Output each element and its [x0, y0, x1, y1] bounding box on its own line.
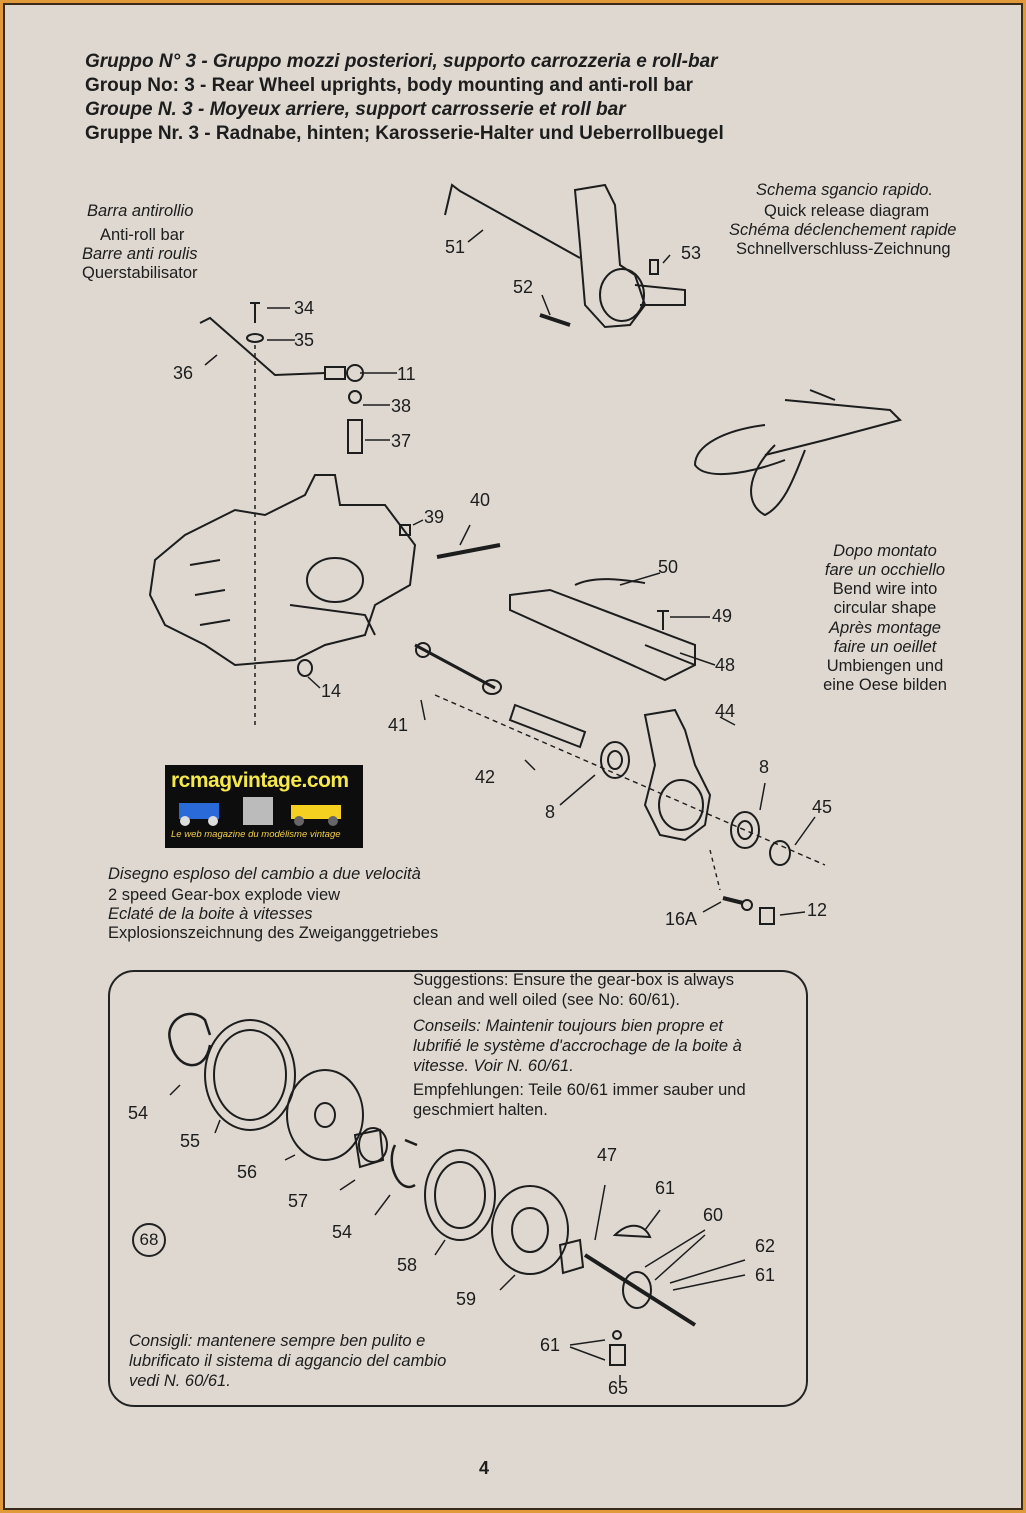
suggest-en-2: clean and well oiled (see No: 60/61). [413, 991, 680, 1009]
logo-tagline: Le web magazine du modélisme vintage [171, 829, 341, 840]
suggest-en-1: Suggestions: Ensure the gear-box is alwa… [413, 971, 735, 989]
page-number: 4 [479, 1458, 490, 1478]
suggest-de-2: geschmiert halten. [413, 1101, 548, 1119]
title-italian: Gruppo N° 3 - Gruppo mozzi posteriori, s… [85, 51, 718, 72]
quickrelease-de: Schnellverschluss-Zeichnung [736, 240, 951, 258]
antiroll-it: Barra antirollio [87, 202, 194, 220]
part-number: 57 [288, 1191, 309, 1211]
quickrelease-en: Quick release diagram [764, 202, 930, 220]
gearbox-de: Explosionszeichnung des Zweiganggetriebe… [108, 924, 439, 942]
part-number: 12 [807, 900, 828, 920]
part-number: 41 [388, 715, 409, 735]
part-number: 53 [681, 243, 702, 263]
part-number: 58 [397, 1255, 418, 1275]
part-number: 48 [715, 655, 736, 675]
rcmagvintage-logo[interactable]: rcmagvintage.com Le web magazine du modé… [165, 765, 363, 848]
part-number: 54 [128, 1103, 149, 1123]
part-number: 40 [470, 490, 491, 510]
part-number: 56 [237, 1162, 258, 1182]
bend-it-1: Dopo montato [833, 542, 937, 560]
part-number: 52 [513, 277, 534, 297]
part-number: 61 [655, 1178, 676, 1198]
part-number: 8 [759, 757, 770, 777]
title-french: Groupe N. 3 - Moyeux arriere, support ca… [85, 99, 626, 120]
part-number: 54 [332, 1222, 353, 1242]
part-number: 49 [712, 606, 733, 626]
antiroll-en: Anti-roll bar [100, 226, 185, 244]
part-number: 39 [424, 507, 445, 527]
suggest-it-2: lubrificato il sistema di aggancio del c… [129, 1352, 447, 1370]
gearbox-en: 2 speed Gear-box explode view [108, 886, 341, 904]
quickrelease-fr: Schéma déclenchement rapide [729, 221, 957, 239]
part-number: 60 [703, 1205, 724, 1225]
logo-brand: rcmagvintage.com [171, 769, 349, 792]
part-number: 62 [755, 1236, 776, 1256]
suggestions-box [108, 970, 808, 1407]
part-number: 61 [755, 1265, 776, 1285]
part-number: 11 [397, 364, 416, 384]
reference-circle: 68 [132, 1223, 166, 1257]
suggest-fr-1: Conseils: Maintenir toujours bien propre… [413, 1017, 723, 1035]
bend-fr-1: Après montage [829, 619, 941, 637]
suggest-fr-2: lubrifié le système d'accrochage de la b… [413, 1037, 742, 1055]
quickrelease-it: Schema sgancio rapido. [756, 181, 934, 199]
part-number: 36 [173, 363, 194, 383]
part-number: 59 [456, 1289, 477, 1309]
title-german: Gruppe Nr. 3 - Radnabe, hinten; Karosser… [85, 123, 724, 144]
antiroll-fr: Barre anti roulis [82, 245, 198, 263]
part-number: 47 [597, 1145, 618, 1165]
part-number: 35 [294, 330, 315, 350]
manual-page: Gruppo N° 3 - Gruppo mozzi posteriori, s… [3, 3, 1023, 1510]
bend-de-1: Umbiengen und [826, 657, 944, 675]
part-number: 44 [715, 701, 736, 721]
exploded-parts-drawing [148, 183, 902, 1385]
part-number: 8 [545, 802, 556, 822]
part-number: 14 [321, 681, 342, 701]
antiroll-de: Querstabilisator [82, 264, 198, 282]
part-number: 51 [445, 237, 466, 257]
buggy-icon [179, 797, 341, 826]
title-english: Group No: 3 - Rear Wheel uprights, body … [85, 75, 693, 96]
suggest-fr-3: vitesse. Voir N. 60/61. [413, 1057, 574, 1075]
part-number: 45 [812, 797, 833, 817]
part-number: 42 [475, 767, 496, 787]
suggest-it-3: vedi N. 60/61. [129, 1372, 231, 1390]
part-number: 65 [608, 1378, 629, 1398]
bend-it-2: fare un occhiello [824, 561, 946, 579]
part-number: 61 [540, 1335, 561, 1355]
part-number: 37 [391, 431, 412, 451]
bend-en-1: Bend wire into [832, 580, 938, 598]
bend-de-2: eine Oese bilden [823, 676, 947, 694]
part-number: 55 [180, 1131, 201, 1151]
part-number: 38 [391, 396, 412, 416]
suggest-de-1: Empfehlungen: Teile 60/61 immer sauber u… [413, 1081, 746, 1099]
part-number: 16A [665, 909, 698, 929]
suggest-it-1: Consigli: mantenere sempre ben pulito e [129, 1332, 426, 1350]
part-number: 34 [294, 298, 315, 318]
gearbox-fr: Eclaté de la boite à vitesses [108, 905, 313, 923]
gearbox-it: Disegno esploso del cambio a due velocit… [108, 865, 421, 883]
bend-fr-2: faire un oeillet [833, 638, 937, 656]
part-number: 50 [658, 557, 679, 577]
bend-en-2: circular shape [833, 599, 937, 617]
